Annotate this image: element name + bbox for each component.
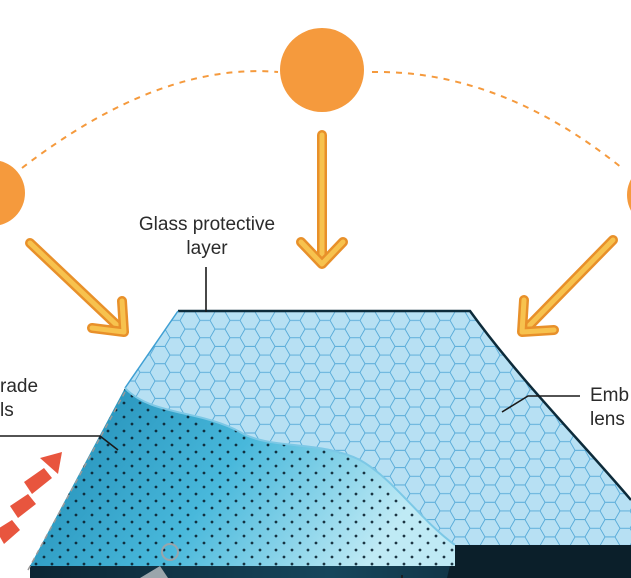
- label-left-cropped: rade ls: [0, 375, 38, 423]
- label-right-cropped: Emb lens: [590, 384, 629, 432]
- leader-right: [501, 395, 580, 413]
- label-glass-protective-layer: Glass protective layer: [128, 213, 286, 261]
- sun-path-arc-right: [371, 70, 623, 169]
- ray-arrow-center: [296, 130, 348, 269]
- label-glass-line2: layer: [186, 238, 228, 259]
- label-right-line1: Emb: [590, 385, 630, 406]
- label-right-line2: lens: [590, 409, 625, 430]
- sun-path-arc: [21, 70, 279, 169]
- label-left-line1: rade: [0, 376, 39, 397]
- label-glass-line1: Glass protective: [138, 214, 276, 235]
- focus-circle-marker: [161, 543, 179, 561]
- panel-edge-dash: [27, 391, 126, 571]
- ray-arrow-right: [517, 235, 618, 337]
- label-left-line2: ls: [0, 400, 14, 421]
- grey-arrow: [140, 566, 168, 578]
- sun-left-icon: [0, 160, 25, 226]
- red-dashed-arrow: [0, 452, 62, 544]
- leader-left: [0, 435, 119, 451]
- sun-right-icon: [627, 179, 631, 211]
- sun-top-icon: [280, 28, 364, 112]
- ray-arrow-left: [25, 238, 129, 337]
